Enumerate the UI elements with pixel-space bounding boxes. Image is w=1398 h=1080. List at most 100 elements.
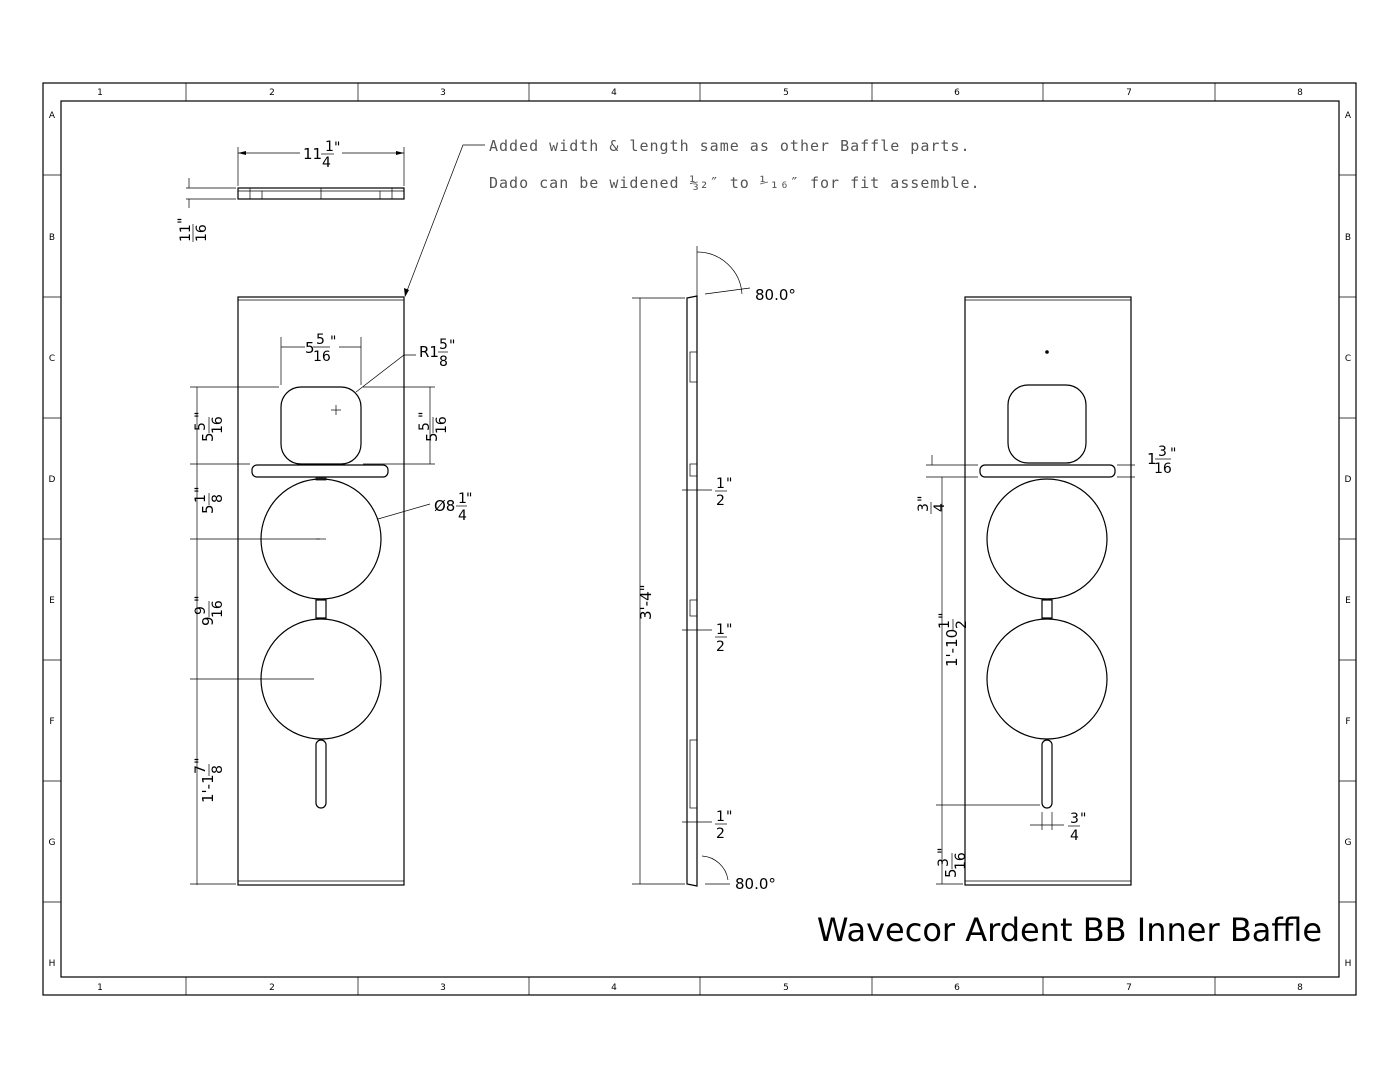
svg-text:3'-4": 3'-4" (637, 584, 655, 620)
channel-slot (315, 599, 327, 619)
dim-diameter: Ø8 1 4 " (434, 491, 472, 524)
svg-text:16: 16 (210, 600, 226, 618)
dim-width: 11 1 4 " (303, 139, 340, 171)
note-line-2: Dado can be widened ⅓₂″ to ⅟₁₆″ for fit … (489, 174, 981, 192)
dim-dado-1: 1 2 " (682, 476, 732, 509)
svg-text:3: 3 (1070, 811, 1079, 827)
svg-text:": " (1080, 811, 1086, 827)
col-label: 2 (269, 983, 275, 993)
svg-text:R1: R1 (419, 343, 439, 361)
port-slot (315, 739, 327, 809)
svg-text:1: 1 (716, 476, 725, 492)
svg-text:5: 5 (193, 422, 209, 431)
svg-text:8: 8 (439, 354, 448, 370)
svg-text:1: 1 (937, 620, 953, 629)
notes: Added width & length same as other Baffl… (404, 137, 981, 297)
svg-text:16: 16 (313, 349, 331, 365)
svg-text:5: 5 (199, 432, 217, 442)
port-slot-back (1041, 739, 1053, 809)
svg-text:16: 16 (953, 852, 969, 870)
woofer-upper-back (986, 478, 1108, 600)
svg-text:": " (193, 412, 209, 418)
svg-text:2: 2 (716, 639, 725, 655)
row-label: F (1345, 717, 1350, 727)
dim-dado-3: 1 2 " (682, 809, 732, 842)
svg-text:": " (193, 758, 209, 764)
svg-text:9: 9 (193, 606, 209, 615)
svg-text:11: 11 (178, 224, 194, 242)
dim-bottom: 5 3 16 " (936, 848, 969, 878)
svg-text:4: 4 (1070, 828, 1079, 844)
row-label: G (1345, 838, 1352, 848)
svg-text:7: 7 (193, 765, 209, 774)
svg-text:16: 16 (194, 224, 210, 242)
dim-dado-2: 1 2 " (682, 622, 732, 655)
svg-text:": " (193, 596, 209, 602)
row-label: D (1345, 475, 1352, 485)
svg-text:5: 5 (423, 432, 441, 442)
col-label: 3 (440, 983, 446, 993)
top-view: 11 1 4 " 11 16 " (176, 139, 405, 242)
svg-text:": " (936, 848, 952, 854)
col-label: 6 (954, 88, 960, 98)
svg-text:8: 8 (210, 494, 226, 503)
dim-left-4: 1'-1 7 8 " (193, 758, 226, 803)
svg-text:3: 3 (1158, 444, 1167, 460)
row-label: H (1345, 959, 1352, 969)
svg-text:16: 16 (1154, 461, 1172, 477)
dim-gap: 3 4 " (916, 496, 948, 514)
dim-left-1: 5 5 16 " (193, 412, 226, 442)
svg-text:1: 1 (458, 491, 467, 507)
col-label: 5 (783, 983, 789, 993)
svg-text:4: 4 (458, 508, 467, 524)
svg-text:5: 5 (417, 422, 433, 431)
dim-port-width: 3 4 " (1068, 811, 1086, 844)
dim-thickness: 11 16 " (176, 218, 210, 242)
drawing-title: Wavecor Ardent BB Inner Baffle (817, 911, 1322, 949)
dado-slot-back (979, 464, 1116, 478)
tweeter-cutout (280, 386, 362, 465)
col-label: 8 (1297, 983, 1303, 993)
angle-top: 80.0° (755, 286, 796, 304)
pilot-hole (1045, 350, 1049, 354)
svg-text:16: 16 (210, 416, 226, 434)
svg-text:": " (334, 140, 340, 156)
svg-text:11: 11 (303, 145, 322, 163)
row-label: D (49, 475, 56, 485)
angle-bottom: 80.0° (735, 875, 776, 893)
svg-text:16: 16 (434, 416, 450, 434)
svg-text:4: 4 (932, 503, 948, 512)
svg-text:": " (466, 491, 472, 507)
side-view: 80.0° 80.0° 3'-4" 1 2 " 1 2 " 1 (632, 246, 796, 893)
svg-text:Ø8: Ø8 (434, 497, 455, 515)
baffle-outline-back (964, 296, 1132, 886)
svg-text:8: 8 (210, 765, 226, 774)
back-view: 1 3 16 " 3 4 " 1'-10 1 2 " 5 3 (916, 296, 1176, 886)
dim-cutout-height: 5 5 16 " (417, 412, 450, 442)
svg-text:1: 1 (325, 139, 334, 155)
row-label: B (49, 233, 55, 243)
col-label: 5 (783, 88, 789, 98)
dim-left-3: 9 9 16 " (193, 596, 226, 626)
svg-text:1: 1 (716, 809, 725, 825)
svg-text:2: 2 (716, 826, 725, 842)
row-label: E (1345, 596, 1351, 606)
row-label: F (49, 717, 54, 727)
col-label: 4 (611, 983, 617, 993)
svg-text:5: 5 (199, 504, 217, 514)
note-leader (404, 144, 485, 297)
row-label: H (49, 959, 56, 969)
svg-text:": " (726, 809, 732, 825)
col-label: 2 (269, 88, 275, 98)
svg-text:2: 2 (954, 620, 970, 629)
dado-slot (251, 464, 389, 478)
svg-text:": " (417, 412, 433, 418)
col-label: 1 (97, 88, 103, 98)
dim-span: 1'-10 1 2 " (937, 613, 970, 667)
row-label: A (1345, 111, 1352, 121)
col-label: 3 (440, 88, 446, 98)
dim-radius: R1 5 8 " (419, 337, 455, 370)
tweeter-cutout-back (1007, 384, 1087, 464)
row-label: C (1345, 354, 1351, 364)
